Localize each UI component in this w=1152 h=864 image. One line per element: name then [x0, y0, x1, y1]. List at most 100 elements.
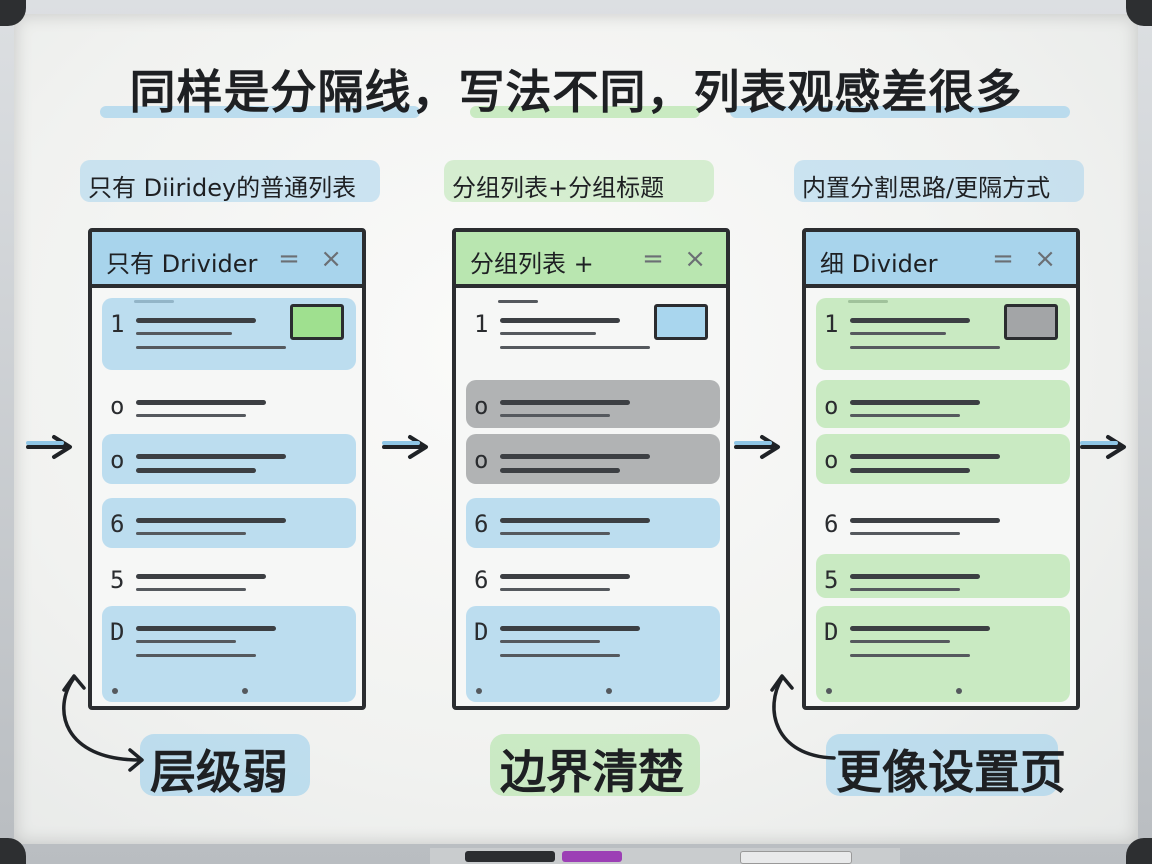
text-stroke: [850, 626, 990, 631]
list-item-number: o: [824, 446, 839, 474]
text-stroke: [498, 300, 538, 303]
text-stroke: [500, 626, 640, 631]
panel-caption: 内置分割思路/更隔方式: [802, 174, 1051, 202]
list-item[interactable]: 6: [824, 506, 1066, 556]
text-stroke: [850, 518, 1000, 523]
list-item[interactable]: 6: [474, 506, 716, 556]
list-item-number: 6: [474, 510, 489, 538]
list-item[interactable]: 6: [110, 506, 352, 556]
text-stroke: [500, 454, 650, 459]
text-stroke: [136, 654, 256, 657]
text-stroke: [136, 332, 232, 335]
panel-verdict: 层级弱: [150, 745, 288, 799]
dot: [476, 688, 482, 694]
list-item[interactable]: D: [110, 614, 352, 706]
text-stroke: [850, 654, 970, 657]
text-stroke: [136, 318, 256, 323]
title-highlight: [100, 106, 420, 118]
list-item[interactable]: o: [474, 388, 716, 436]
panel-verdict: 边界清楚: [500, 745, 684, 799]
text-stroke: [850, 588, 960, 591]
label-highlight: [490, 734, 700, 796]
text-stroke: [136, 640, 236, 643]
list-item[interactable]: 5: [110, 562, 352, 606]
title-highlight: [470, 106, 700, 118]
panel-verdict: 更像设置页: [836, 745, 1066, 799]
marker: [465, 851, 555, 862]
caption-highlight: [80, 160, 380, 202]
list-item[interactable]: D: [474, 614, 716, 706]
caption-highlight: [794, 160, 1084, 202]
dot: [826, 688, 832, 694]
window-title: 细 Divider: [820, 250, 938, 278]
text-stroke: [850, 454, 1000, 459]
right-arrow-icon: [26, 435, 72, 459]
list-item-number: o: [824, 392, 839, 420]
dot: [242, 688, 248, 694]
list-item-number: D: [474, 618, 489, 646]
window-controls-icon: = ×: [278, 244, 348, 274]
list-item[interactable]: 1: [824, 304, 1066, 378]
text-stroke: [500, 346, 650, 349]
frame-corner: [1126, 838, 1152, 864]
row-highlight: [102, 498, 356, 548]
window-title: 只有 Drivider: [106, 250, 258, 278]
list-item[interactable]: D: [824, 614, 1066, 706]
label-highlight: [826, 734, 1058, 796]
list-item-number: 1: [110, 310, 125, 338]
window-titlebar: 细 Divider= ×: [806, 232, 1076, 288]
thumbnail-image: [290, 304, 344, 340]
text-stroke: [850, 640, 950, 643]
text-stroke: [850, 400, 980, 405]
caption-highlight: [444, 160, 714, 202]
text-stroke: [850, 414, 960, 417]
text-stroke: [850, 468, 970, 473]
list-item[interactable]: 5: [824, 562, 1066, 606]
board-title: 同样是分隔线，写法不同，列表观感差很多: [129, 65, 1023, 119]
row-highlight: [466, 498, 720, 548]
text-stroke: [500, 318, 620, 323]
text-stroke: [500, 640, 600, 643]
curved-arrow-icon: [62, 674, 144, 772]
text-stroke: [500, 532, 610, 535]
list-item-number: o: [474, 392, 489, 420]
row-highlight: [102, 434, 356, 484]
list-item-number: o: [110, 446, 125, 474]
text-stroke: [850, 574, 980, 579]
text-stroke: [136, 532, 246, 535]
list-item-number: 5: [110, 566, 125, 594]
list-item[interactable]: o: [110, 442, 352, 492]
row-highlight: [466, 434, 720, 484]
thumbnail-image: [654, 304, 708, 340]
list-item[interactable]: 6: [474, 562, 716, 606]
text-stroke: [500, 468, 620, 473]
text-stroke: [500, 400, 630, 405]
thumbnail-image: [1004, 304, 1058, 340]
text-stroke: [500, 518, 650, 523]
row-highlight: [816, 434, 1070, 484]
list-item-number: D: [824, 618, 839, 646]
window-titlebar: 分组列表 + = ×: [456, 232, 726, 288]
list-item[interactable]: o: [824, 388, 1066, 436]
list-item[interactable]: 1: [474, 304, 716, 378]
list-item[interactable]: o: [110, 388, 352, 436]
list-item[interactable]: o: [474, 442, 716, 492]
text-stroke: [500, 414, 610, 417]
text-stroke: [850, 332, 946, 335]
window-title: 分组列表 +: [470, 250, 594, 278]
list-item-number: 6: [110, 510, 125, 538]
list-item[interactable]: 1: [110, 304, 352, 378]
marker: [562, 851, 622, 862]
text-stroke: [136, 346, 286, 349]
label-highlight: [140, 734, 310, 796]
window-controls-icon: = ×: [642, 244, 712, 274]
panel-caption: 只有 Diiridey的普通列表: [88, 174, 357, 202]
list-item[interactable]: o: [824, 442, 1066, 492]
title-highlight: [730, 106, 1070, 118]
text-stroke: [136, 626, 276, 631]
list-item-number: 6: [474, 566, 489, 594]
text-stroke: [850, 532, 960, 535]
